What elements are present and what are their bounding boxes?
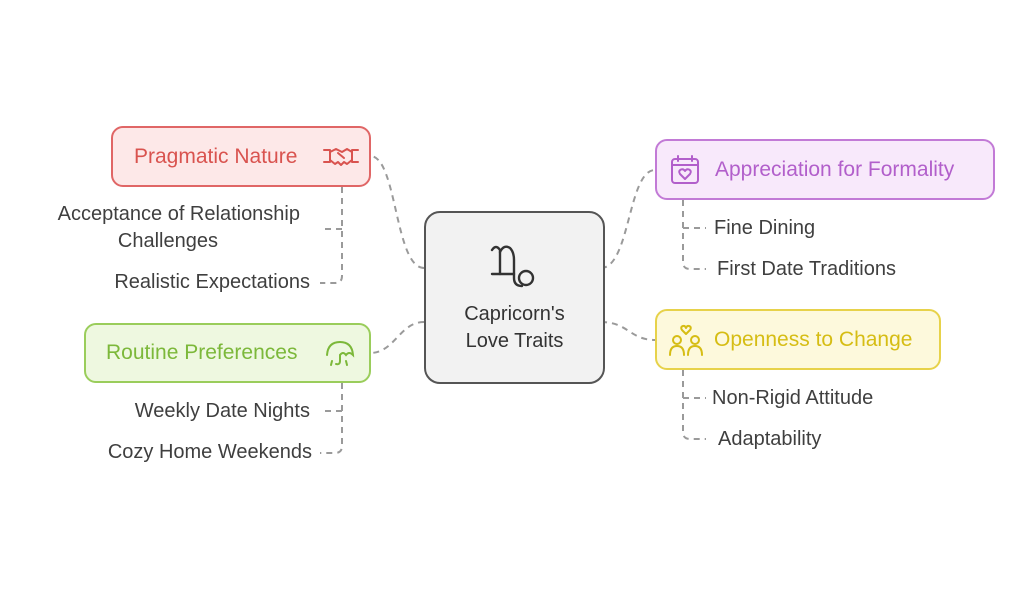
center-title-line2: Love Traits xyxy=(465,330,564,352)
openness-to-change-node: Openness to Change xyxy=(655,309,941,370)
list-item: Non-Rigid Attitude xyxy=(712,387,874,409)
pragmatic-nature-title: Pragmatic Nature xyxy=(134,144,298,168)
routine-preferences-node: Routine Preferences xyxy=(84,323,371,383)
list-item: First Date Traditions xyxy=(717,258,896,280)
list-item: Realistic Expectations xyxy=(114,271,310,293)
center-title-line1: Capricorn's xyxy=(464,303,565,325)
appreciation-for-formality-title: Appreciation for Formality xyxy=(715,157,955,181)
routine-preferences-title: Routine Preferences xyxy=(106,341,298,364)
list-item: Cozy Home Weekends xyxy=(107,441,312,463)
umbrella-icon xyxy=(326,340,355,366)
capricorn-symbol-icon xyxy=(490,245,535,288)
center-node: Capricorn's Love Traits xyxy=(424,211,605,384)
handshake-icon xyxy=(323,148,359,166)
list-item: Challenges xyxy=(117,230,218,252)
calendar-heart-icon xyxy=(671,155,699,184)
list-item: Acceptance of Relationship xyxy=(57,203,300,225)
pragmatic-nature-node: Pragmatic Nature xyxy=(111,126,371,187)
list-item: Fine Dining xyxy=(714,217,816,239)
list-item: Weekly Date Nights xyxy=(134,400,310,422)
appreciation-for-formality-node: Appreciation for Formality xyxy=(655,139,995,200)
openness-to-change-title: Openness to Change xyxy=(714,327,913,351)
center-title: Capricorn's Love Traits xyxy=(426,301,603,355)
couple-heart-icon xyxy=(669,324,703,356)
list-item: Adaptability xyxy=(718,428,822,450)
